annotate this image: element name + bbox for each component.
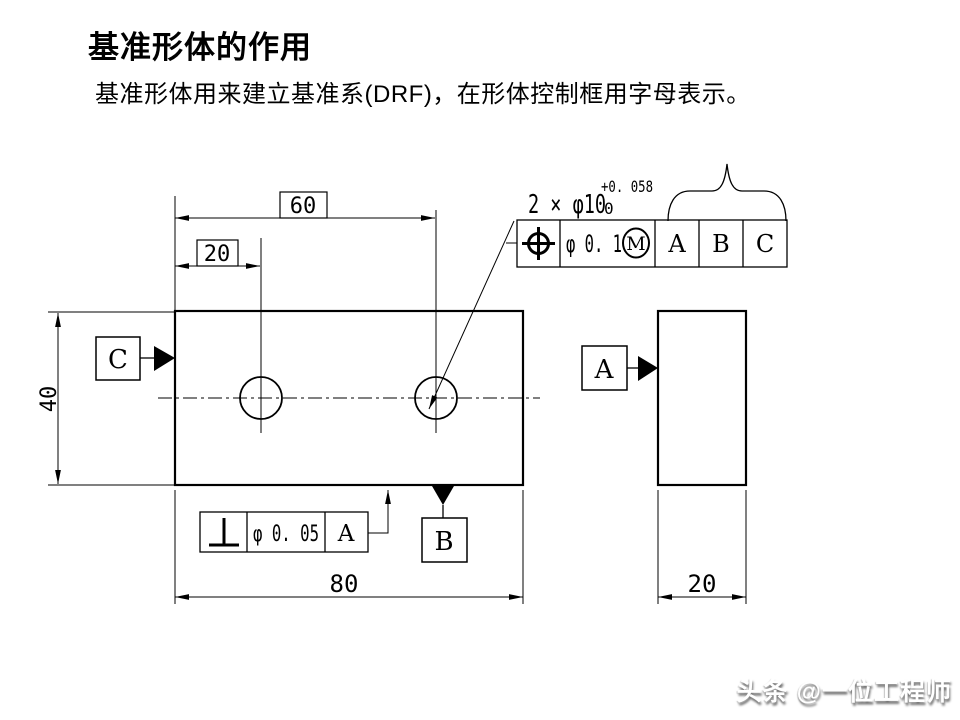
datum-a-triangle-icon [638, 356, 658, 381]
front-view [158, 196, 540, 487]
datum-c: C [95, 336, 175, 381]
position-symbol-icon [522, 227, 555, 260]
dim-80: 80 [174, 490, 524, 604]
dim-depth-value: 20 [688, 570, 717, 598]
dim-60-value: 60 [290, 194, 317, 219]
hole-note: 2 × φ10 +0. 058 0 [528, 177, 653, 220]
fcf-leader-line [428, 220, 515, 410]
position-datum-b: B [712, 230, 730, 258]
watermark: 头条 @一位工程师 [736, 678, 952, 706]
dim-60: 60 [175, 191, 435, 221]
dim-80-value: 80 [330, 570, 359, 598]
hole-note-lower-tolerance: 0 [604, 199, 614, 218]
mmc-modifier-circle [622, 227, 650, 259]
hole-note-upper-tolerance: +0. 058 [601, 177, 653, 196]
datum-b-triangle-icon [432, 486, 454, 505]
position-datum-a: A [667, 230, 686, 258]
position-datum-c: C [756, 230, 774, 258]
position-fcf: φ 0. 1 M A B C [428, 219, 788, 410]
hole-note-text: 2 × φ10 [528, 190, 606, 220]
datum-b-label: B [434, 527, 453, 557]
perpendicularity-fcf: φ 0. 05 A [199, 490, 391, 553]
dim-20: 20 [175, 239, 260, 269]
front-view-outline [173, 309, 525, 487]
datum-c-triangle-icon [154, 346, 175, 371]
perp-fcf-leader [368, 490, 391, 534]
datum-c-label: C [108, 345, 128, 375]
side-view-outline [656, 309, 748, 487]
perp-datum-ref: A [337, 521, 355, 547]
datum-group-brace [667, 163, 787, 222]
datum-a-label: A [594, 355, 615, 385]
datum-a: A [581, 345, 658, 391]
mmc-modifier-letter: M [626, 233, 645, 255]
perp-tolerance-value: φ 0. 05 [253, 522, 319, 547]
dim-40-value: 40 [37, 386, 62, 413]
dim-40: 40 [37, 311, 175, 486]
page-title: 基准形体的作用 [88, 30, 312, 65]
perpendicularity-symbol-icon [209, 518, 239, 547]
page-subtitle: 基准形体用来建立基准系(DRF)，在形体控制框用字母表示。 [95, 81, 751, 108]
datum-b: B [421, 486, 468, 563]
dim-20-value: 20 [204, 242, 231, 267]
position-tolerance-value: φ 0. 1 [566, 230, 622, 258]
side-view: 20 [656, 309, 748, 604]
